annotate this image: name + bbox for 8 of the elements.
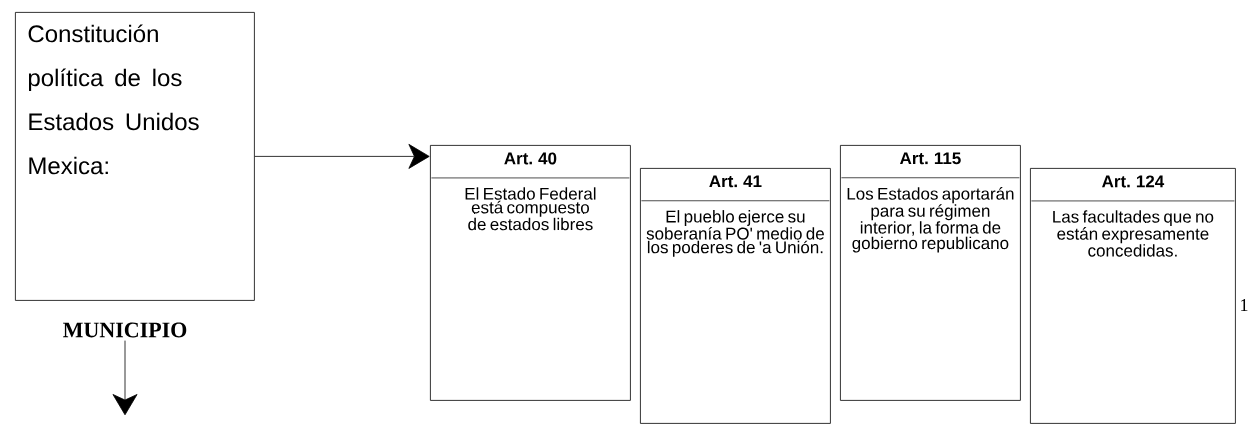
article-box: Art. 41 El pueblo ejerce su soberanía PO' medio de los poderes de 'a Unión. [640,168,831,424]
title-box: Constitución política de los Estados Unidos Mexica: [15,12,255,301]
arrow [254,143,430,169]
heading-text: MUNICIPIO [63,322,187,338]
arrow [112,340,138,416]
article-box: Art. 124 Las facultades que no están expresamente concedidas. [1030,168,1236,424]
article-box: Art. 40 El Estado Federal está compuesto de estados libres [430,145,631,401]
article-box: Art. 115 Los Estados aportarán para su régimen interior, la forma de gobierno republicano [840,145,1021,401]
